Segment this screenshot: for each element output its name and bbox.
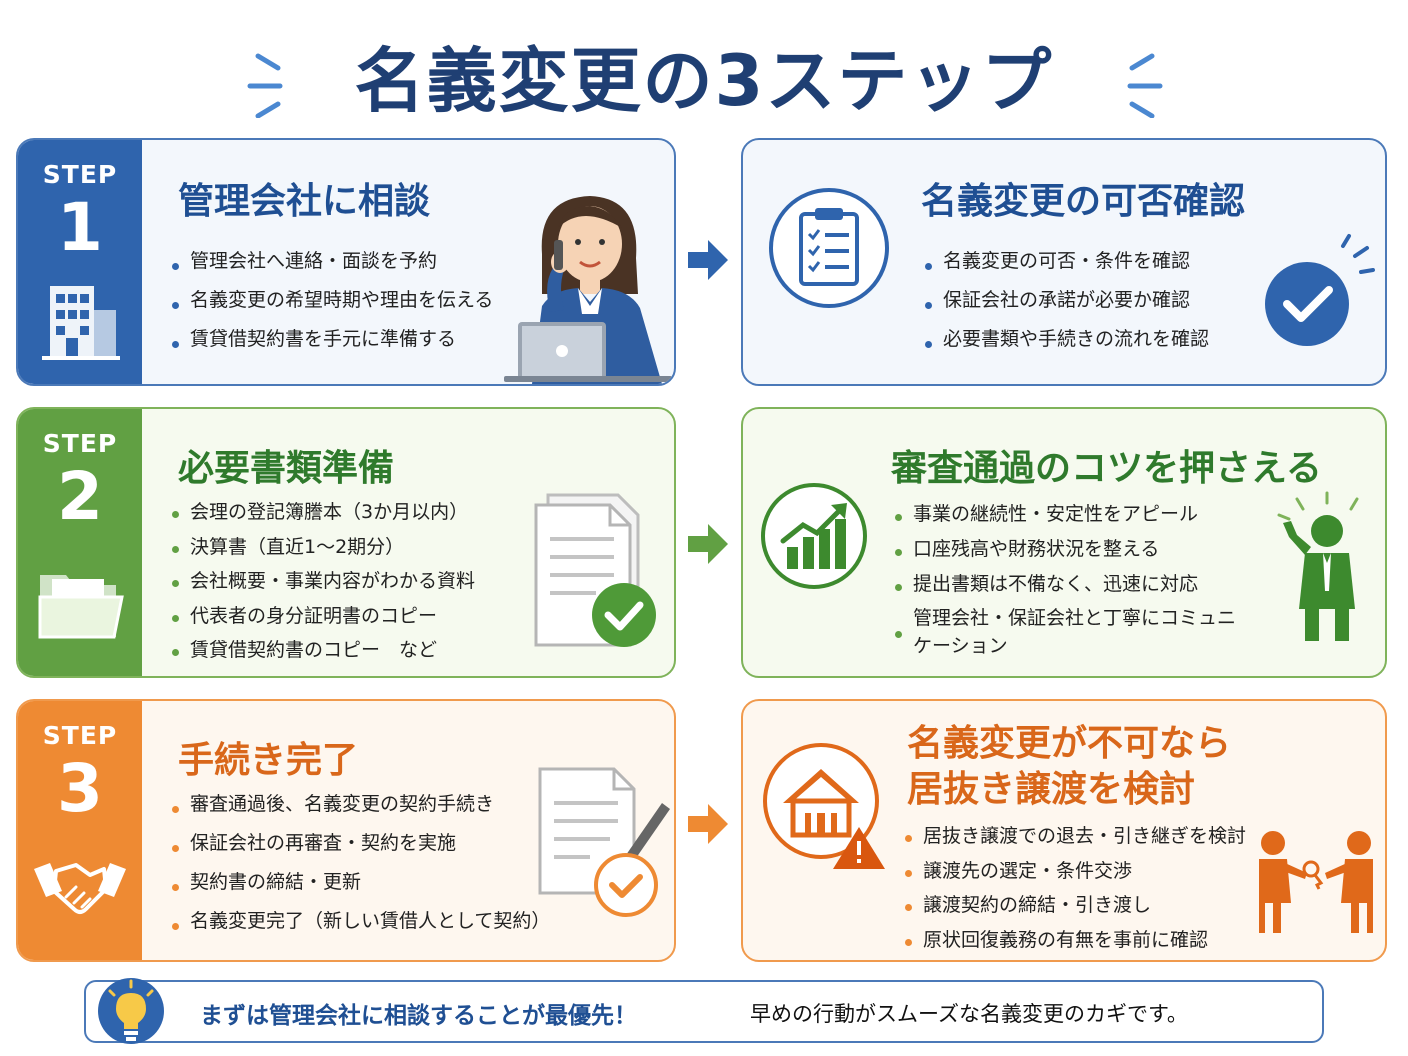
step1-result-title: 名義変更の可否確認 [921,181,1246,222]
footer-sub-text: 早めの行動がスムーズな名義変更のカギです。 [750,1002,1188,1026]
step1-card: STEP 1 管理会社に相談 管理会社へ連絡・面談を予約 名義変更の希望時期や理… [16,138,676,386]
list-item: 保証会社の承諾が必要か確認 [923,285,1209,324]
step3-number: 3 [57,750,103,827]
step2-label: STEP [42,429,118,458]
list-item: 審査通過後、名義変更の契約手続き [170,789,550,828]
step3-band: STEP 3 [18,701,142,960]
step1-result-list: 名義変更の可否・条件を確認 保証会社の承諾が必要か確認 必要書類や手続きの流れを… [923,246,1209,363]
list-item: 名義変更完了（新しい賃借人として契約） [170,906,550,945]
list-item: 居抜き譲渡での退去・引き継ぎを検討 [903,821,1246,856]
page-title: 名義変更の3ステップ [354,40,1054,122]
list-item: 譲渡先の選定・条件交渉 [903,856,1246,891]
contract-pen-check-illustration [538,767,670,917]
step3-list: 審査通過後、名義変更の契約手続き 保証会社の再審査・契約を実施 契約書の締結・更… [170,789,550,945]
list-item: 事業の継続性・安定性をアピール [893,499,1243,534]
step3-result-card: 名義変更が不可なら 居抜き譲渡を検討 居抜き譲渡での退去・引き継ぎを検討 譲渡先… [741,699,1387,962]
step2-band: STEP 2 [18,409,142,676]
businessman-idea-icon [1277,491,1359,641]
step2-result-list: 事業の継続性・安定性をアピール 口座残高や財務状況を整える 提出書類は不備なく、… [893,499,1243,664]
step2-card: STEP 2 必要書類準備 会理の登記簿謄本（3か月以内） 決算書（直近1〜2期… [16,407,676,678]
list-item: 口座残高や財務状況を整える [893,534,1243,569]
building-icon [42,286,120,360]
growth-chart-icon [761,483,867,589]
key-handover-icon [1259,831,1373,933]
list-item: 会社概要・事業内容がわかる資料 [170,566,475,601]
lightbulb-icon [98,978,164,1044]
title-deco-left [247,53,283,118]
arrow-right-icon [688,240,728,280]
step3-card: STEP 3 手続き完了 審査通過後、名義変更の契約手続き 保証会社の再審査・契… [16,699,676,962]
folder-icon [38,575,124,639]
list-item: 保証会社の再審査・契約を実施 [170,828,550,867]
step2-list: 会理の登記簿謄本（3か月以内） 決算書（直近1〜2期分） 会社概要・事業内容がわ… [170,497,475,670]
list-item: 管理会社へ連絡・面談を予約 [170,246,493,285]
list-item: 代表者の身分証明書のコピー [170,601,475,636]
list-item: 賃貸借契約書のコピー など [170,635,475,670]
woman-on-phone-laptop-illustration [504,196,672,384]
step3-title: 手続き完了 [178,740,359,781]
step2-title: 必要書類準備 [178,448,395,489]
step1-band: STEP 1 [18,140,142,384]
footer-main-text: まずは管理会社に相談することが最優先！ [200,1003,637,1029]
list-item: 決算書（直近1〜2期分） [170,532,475,567]
list-item: 会理の登記簿謄本（3か月以内） [170,497,475,532]
step2-result-title: 審査通過のコツを押さえる [891,448,1322,489]
list-item: 名義変更の可否・条件を確認 [923,246,1209,285]
step1-list: 管理会社へ連絡・面談を予約 名義変更の希望時期や理由を伝える 賃貸借契約書を手元… [170,246,493,363]
list-item: 契約書の締結・更新 [170,867,550,906]
step1-label: STEP [42,160,118,189]
title-deco-right [1127,53,1163,118]
check-circle-icon [1265,234,1375,346]
step1-number: 1 [57,189,103,266]
list-item: 賃貸借契約書を手元に準備する [170,324,493,363]
step1-title: 管理会社に相談 [178,181,431,222]
house-warning-icon [763,743,885,869]
list-item: 必要書類や手続きの流れを確認 [923,324,1209,363]
footer-banner: まずは管理会社に相談することが最優先！ 早めの行動がスムーズな名義変更のカギです… [84,980,1324,1043]
step1-result-card: 名義変更の可否確認 名義変更の可否・条件を確認 保証会社の承諾が必要か確認 必要… [741,138,1387,386]
step3-result-title-line2: 居抜き譲渡を検討 [907,769,1196,810]
list-item: 提出書類は不備なく、迅速に対応 [893,569,1243,604]
list-item: 管理会社・保証会社と丁寧にコミュニケーション [893,604,1243,664]
step3-label: STEP [42,721,118,750]
step2-result-card: 審査通過のコツを押さえる 事業の継続性・安定性をアピール 口座残高や財務状況を整… [741,407,1387,678]
step2-number: 2 [57,458,103,535]
title-area: 名義変更の3ステップ [0,18,1408,128]
documents-check-illustration [534,493,656,647]
list-item: 譲渡契約の締結・引き渡し [903,890,1246,925]
handshake-icon [34,863,126,914]
step3-result-list: 居抜き譲渡での退去・引き継ぎを検討 譲渡先の選定・条件交渉 譲渡契約の締結・引き… [903,821,1246,959]
clipboard-checklist-icon [769,188,889,308]
list-item: 名義変更の希望時期や理由を伝える [170,285,493,324]
arrow-right-icon [688,804,728,844]
list-item: 原状回復義務の有無を事前に確認 [903,925,1246,960]
arrow-right-icon [688,524,728,564]
step3-result-title-line1: 名義変更が不可なら [907,723,1232,764]
